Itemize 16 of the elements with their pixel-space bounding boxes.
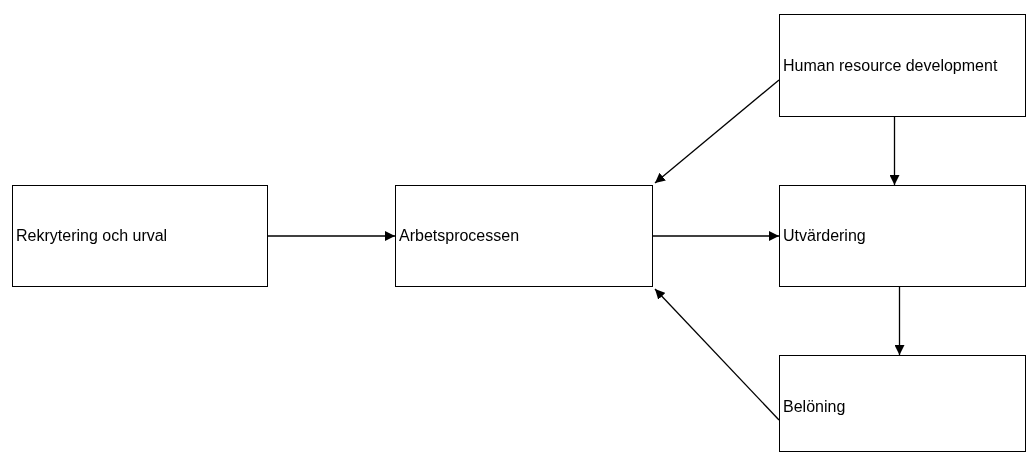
arrow — [267, 231, 396, 241]
process-box — [779, 14, 1026, 117]
box-label: Arbetsprocessen — [399, 226, 521, 246]
arrow — [894, 286, 905, 356]
process-box — [395, 185, 653, 287]
box-label: Human resource development — [783, 55, 999, 76]
arrow — [654, 79, 780, 184]
process-box — [779, 185, 1026, 287]
arrow — [652, 231, 780, 241]
process-box — [12, 185, 268, 287]
box-label: Utvärdering — [783, 226, 867, 246]
arrow — [889, 116, 900, 186]
box-label: Belöning — [783, 396, 847, 417]
box-label: Rekrytering och urval — [16, 226, 169, 246]
process-box — [779, 355, 1026, 452]
arrow — [654, 288, 780, 421]
